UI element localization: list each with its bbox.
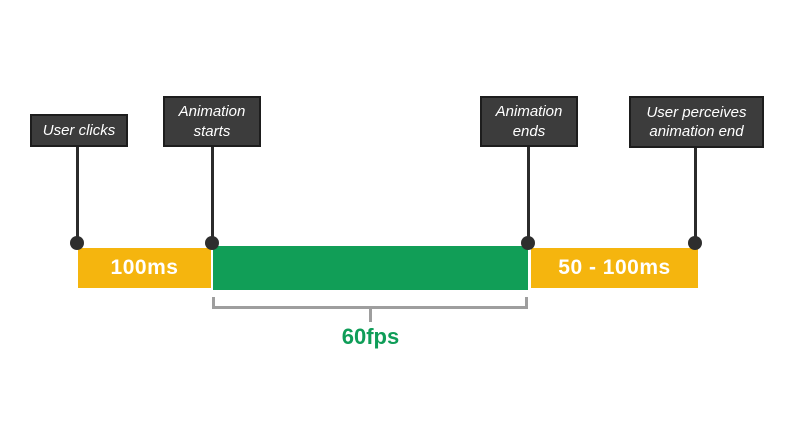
- segment-label: 50 - 100ms: [558, 256, 671, 279]
- fps-label: 60fps: [341, 324, 400, 349]
- segment-input-latency: 100ms: [78, 248, 211, 288]
- segment-animation-run: [213, 246, 528, 290]
- event-label-user-perceives-end: User perceives animation end: [629, 96, 764, 148]
- fps-bracket-center-tick: [368, 309, 372, 322]
- event-label-animation-starts: Animation starts: [163, 96, 261, 147]
- event-label-text: User perceives animation end: [646, 103, 747, 140]
- event-label-text: Animation ends: [495, 103, 563, 140]
- pin-dot-animation-starts: [205, 236, 219, 250]
- fps-bracket: [212, 297, 528, 309]
- event-label-animation-ends: Animation ends: [480, 96, 578, 147]
- event-label-text: User clicks: [42, 121, 116, 139]
- pin-line-animation-starts: [210, 146, 214, 243]
- pin-dot-user-clicks: [70, 236, 84, 250]
- pin-line-user-clicks: [76, 145, 79, 244]
- segment-label: 100ms: [110, 256, 179, 279]
- segment-perception-time: 50 - 100ms: [531, 248, 698, 288]
- pin-line-animation-ends: [526, 146, 530, 243]
- pin-line-user-perceives-end: [694, 147, 697, 243]
- event-label-text: Animation starts: [178, 103, 246, 140]
- pin-dot-animation-ends: [521, 236, 535, 250]
- event-label-user-clicks: User clicks: [30, 114, 128, 147]
- pin-dot-user-perceives-end: [688, 236, 702, 250]
